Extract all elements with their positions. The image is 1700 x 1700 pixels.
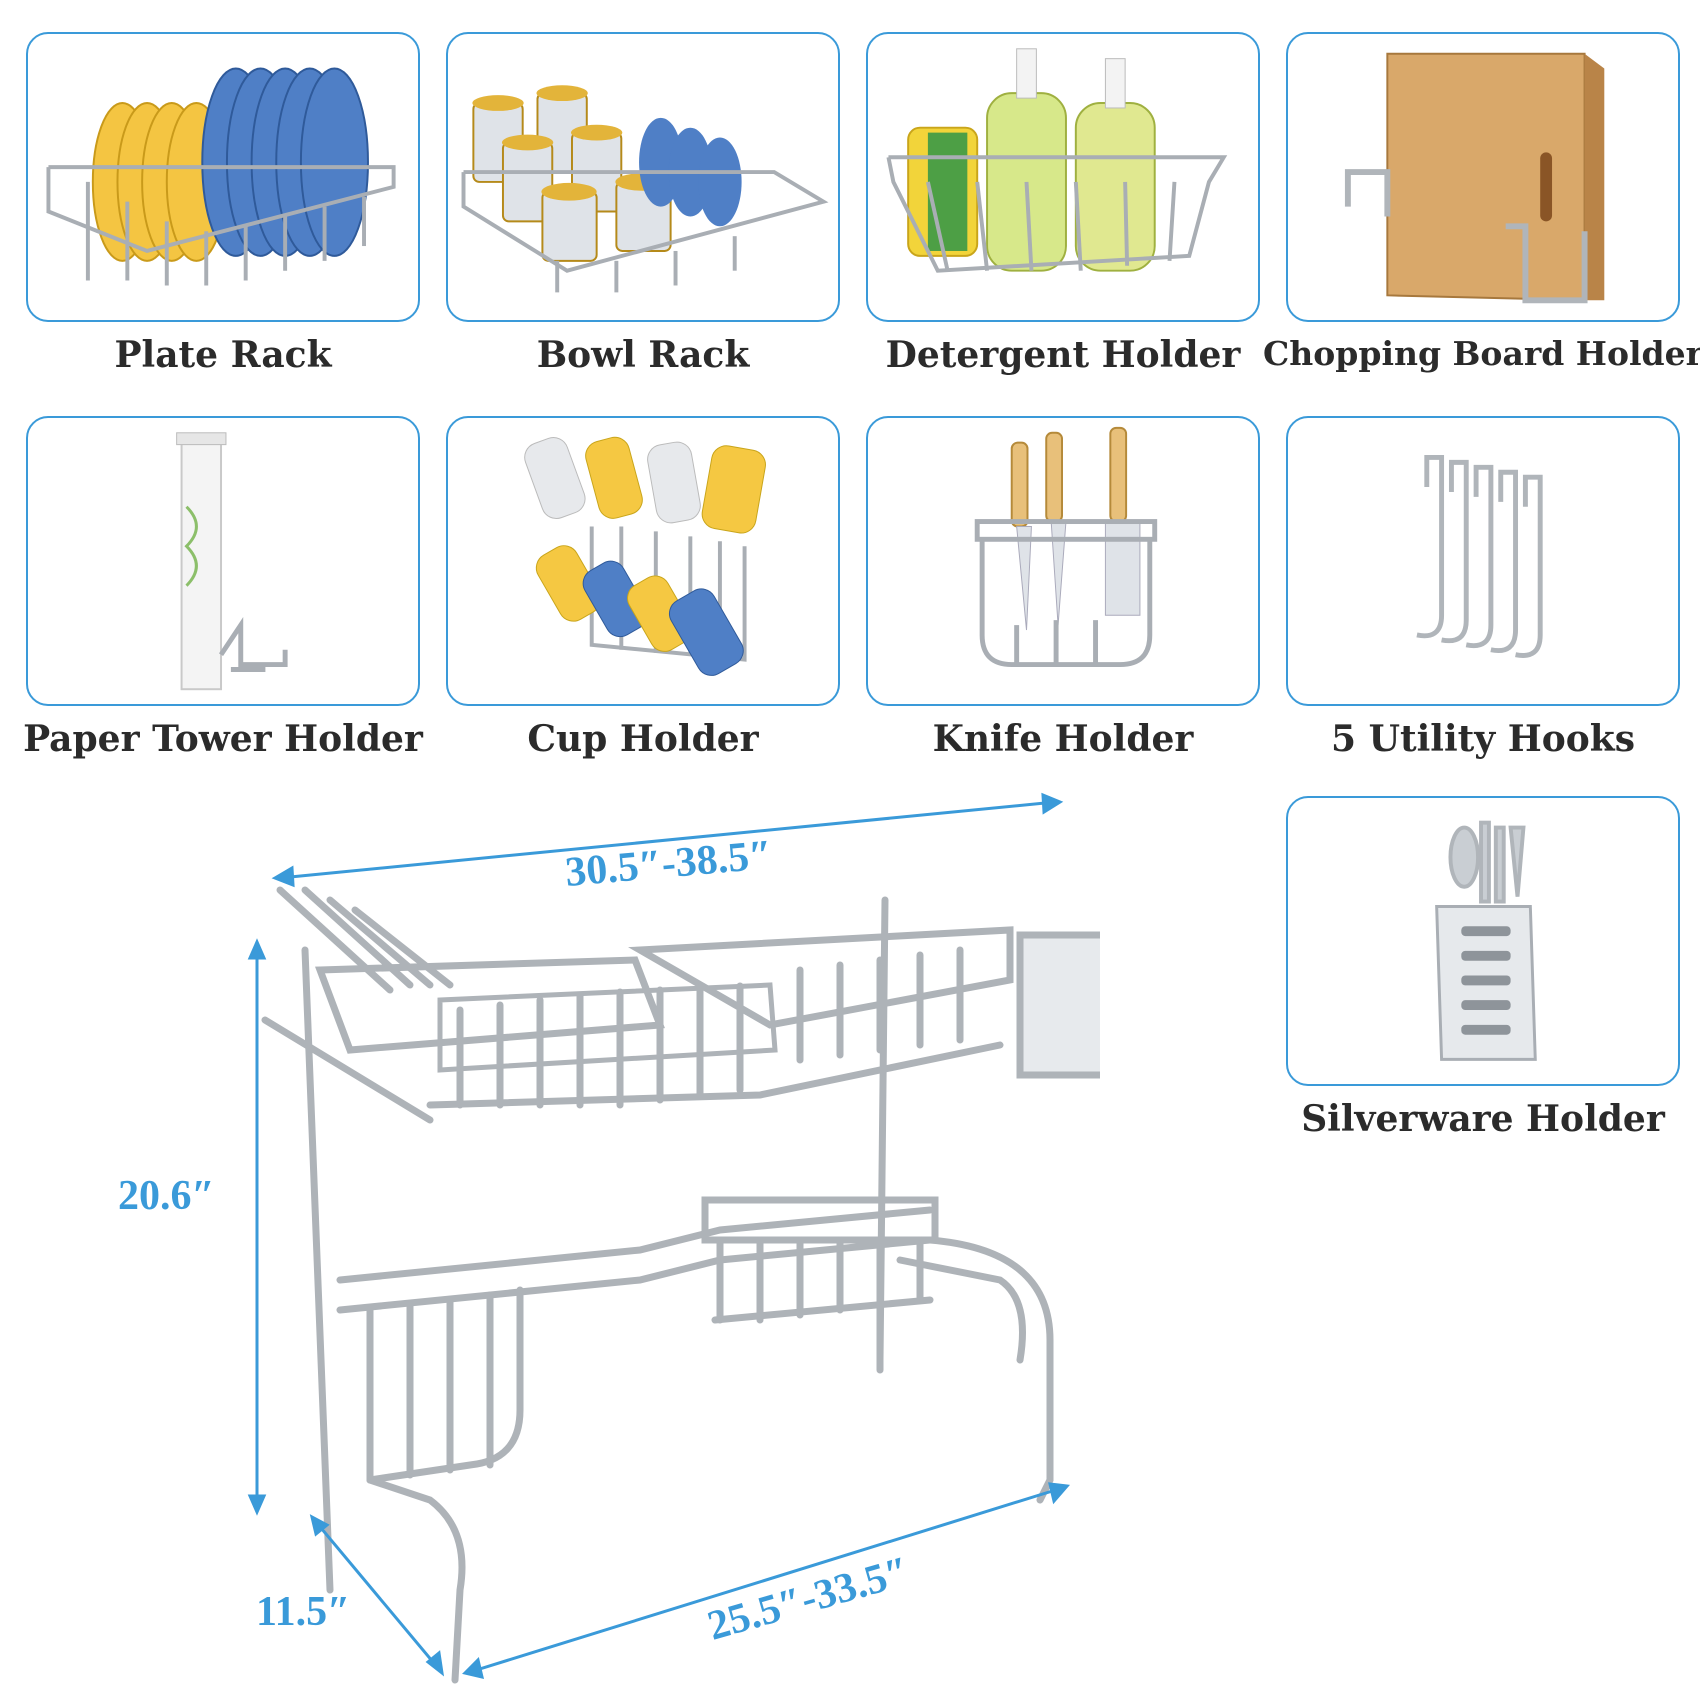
bowl-rack-image xyxy=(461,85,829,293)
knife-holder-label: Knife Holder xyxy=(932,718,1194,760)
silverware-holder-label: Silverware Holder xyxy=(1301,1098,1665,1140)
height-dimension: 20.6″ xyxy=(118,1173,215,1219)
detergent-holder-card xyxy=(866,32,1260,322)
silverware-holder-image xyxy=(1435,820,1537,1061)
depth-dimension: 11.5″ xyxy=(256,1589,351,1635)
paper-towel-holder-label: Paper Tower Holder xyxy=(23,718,423,760)
sink-rack-illustration xyxy=(247,792,1100,1684)
knife-holder-image xyxy=(974,426,1158,668)
plate-rack-card xyxy=(26,32,420,322)
plate-rack-image xyxy=(46,67,396,286)
chopping-board-holder-image xyxy=(1344,52,1605,304)
chopping-board-holder-card xyxy=(1286,32,1680,322)
plate-rack-label: Plate Rack xyxy=(114,334,332,376)
paper-towel-holder-card xyxy=(26,416,420,706)
cup-holder-label: Cup Holder xyxy=(527,718,759,760)
utility-hooks-image xyxy=(1416,454,1543,658)
silverware-holder-card xyxy=(1286,796,1680,1086)
utility-hooks-label: 5 Utility Hooks xyxy=(1331,718,1635,760)
paper-towel-holder-image xyxy=(176,432,288,691)
knife-holder-card xyxy=(866,416,1260,706)
cup-holder-image xyxy=(524,436,766,676)
chopping-board-holder-label: Chopping Board Holder xyxy=(1263,334,1700,373)
utility-hooks-card xyxy=(1286,416,1680,706)
cup-holder-card xyxy=(446,416,840,706)
bowl-rack-label: Bowl Rack xyxy=(536,334,750,376)
detergent-holder-label: Detergent Holder xyxy=(885,334,1241,376)
bowl-rack-card xyxy=(446,32,840,322)
detergent-holder-image xyxy=(886,48,1228,273)
